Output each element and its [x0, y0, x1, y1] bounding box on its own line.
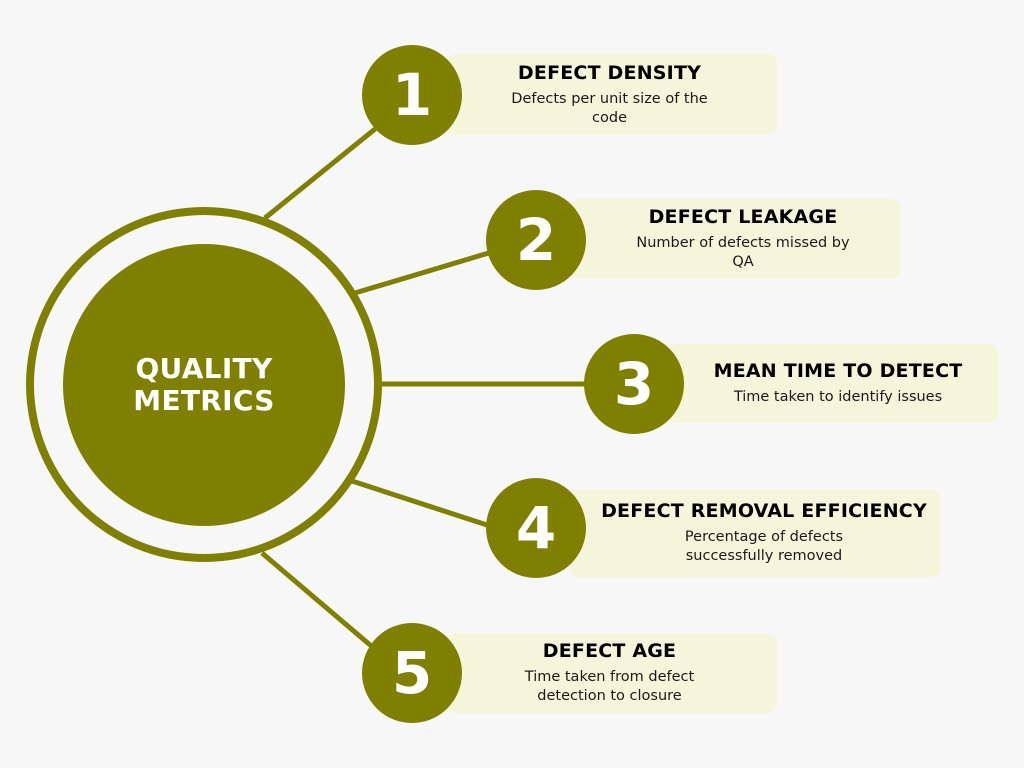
metric-title: DEFECT DENSITY [517, 61, 702, 84]
metric-title: DEFECT LEAKAGE [648, 206, 838, 228]
metric-number: 3 [613, 350, 655, 418]
metric-number: 1 [391, 61, 433, 129]
metric-card-4: DEFECT REMOVAL EFFICIENCY Percentage of … [570, 489, 940, 577]
metric-number: 2 [515, 206, 557, 274]
metric-title: MEAN TIME TO DETECT [713, 360, 963, 382]
metric-card-2: DEFECT LEAKAGE Number of defects missed … [570, 199, 900, 279]
metric-number-badge-3: 3 [584, 334, 684, 434]
metric-card-5: DEFECT AGE Time taken from defect detect… [447, 633, 777, 713]
connector-line-5 [260, 551, 378, 652]
metric-description: Time taken to identify issues [733, 389, 943, 405]
metric-number-badge-5: 5 [362, 623, 462, 723]
connector-line-2 [354, 249, 493, 296]
metric-number: 5 [391, 639, 433, 707]
metric-number-badge-2: 2 [486, 190, 586, 290]
metric-number-badge-4: 4 [486, 478, 586, 578]
metric-description: Defects per unit size of the code [511, 90, 708, 126]
hub-circle: QUALITY METRICS [63, 244, 345, 526]
metric-description: Time taken from defect detection to clos… [524, 669, 695, 704]
metric-number-badge-1: 1 [362, 45, 462, 145]
metric-title: DEFECT AGE [542, 640, 677, 662]
metric-title: DEFECT REMOVAL EFFICIENCY [601, 500, 927, 522]
hub-outer-ring [26, 207, 382, 562]
connector-line-1 [263, 123, 382, 220]
metric-description: Number of defects missed by QA [636, 235, 850, 270]
metric-number: 4 [515, 494, 557, 562]
metric-card-1: DEFECT DENSITY Defects per unit size of … [447, 54, 777, 135]
metric-card-3: MEAN TIME TO DETECT Time taken to identi… [668, 344, 998, 423]
connector-line-4 [351, 478, 491, 529]
metric-description: Percentage of defects successfully remov… [684, 529, 844, 564]
hub-title: QUALITY METRICS [133, 352, 275, 417]
